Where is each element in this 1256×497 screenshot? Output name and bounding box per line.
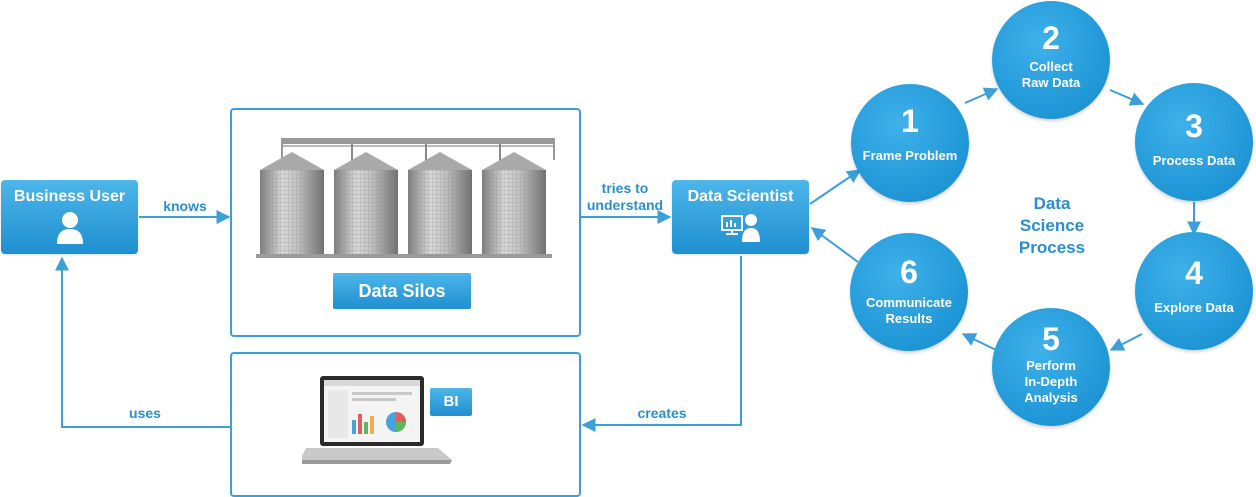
process-step-3: 3 Process Data — [1135, 83, 1253, 201]
step-caption: Collect Raw Data — [1021, 59, 1081, 90]
edge-label-tries-to-understand: tries to understand — [584, 180, 666, 214]
step-number: 5 — [1042, 321, 1060, 357]
business-user-label: Business User — [13, 188, 126, 205]
edge-creates — [581, 256, 742, 432]
silos-illustration — [256, 138, 555, 258]
scientist-at-computer-icon — [720, 214, 760, 242]
edge-label-uses: uses — [129, 405, 161, 421]
laptop-illustration — [302, 376, 452, 464]
step-number: 4 — [1185, 255, 1203, 291]
step-caption: Process Data — [1152, 153, 1236, 168]
step-number: 3 — [1185, 108, 1203, 144]
step-number: 2 — [1042, 20, 1060, 56]
edge-step6-to-scientist — [810, 227, 859, 263]
data-silos-panel: Data Silos — [230, 108, 581, 337]
process-step-2: 2 Collect Raw Data — [992, 1, 1110, 119]
data-scientist-label: Data Scientist — [687, 188, 794, 205]
silo-3 — [408, 152, 472, 256]
edge-step4-to-step5 — [1109, 333, 1143, 351]
silo-1 — [260, 152, 324, 256]
step-caption: Frame Problem — [862, 148, 958, 163]
data-scientist-node: Data Scientist — [672, 180, 809, 254]
edge-label-knows: knows — [163, 198, 207, 214]
step-caption: Communicate Results — [866, 295, 952, 326]
data-silos-label: Data Silos — [333, 273, 471, 309]
edge-step2-to-step3 — [1109, 89, 1145, 106]
bi-panel: BI — [230, 352, 581, 497]
edge-label-creates: creates — [637, 405, 687, 421]
process-step-4: 4 Explore Data — [1135, 232, 1253, 350]
edge-label-understand: understand — [586, 197, 664, 213]
edge-scientist-to-step1 — [809, 169, 862, 205]
edge-step5-to-step6 — [961, 333, 997, 351]
business-user-node: Business User — [1, 180, 138, 254]
process-step-6: 6 Communicate Results — [850, 233, 968, 351]
edge-uses — [55, 256, 230, 428]
silo-2 — [334, 152, 398, 256]
edge-step1-to-step2 — [964, 87, 999, 104]
step-number: 6 — [900, 254, 918, 290]
step-caption: Perform In-Depth Analysis — [1024, 358, 1078, 405]
process-title: Data Science Process — [1018, 194, 1086, 257]
process-step-1: 1 Frame Problem — [851, 84, 969, 202]
bi-label: BI — [430, 388, 472, 416]
step-number: 1 — [901, 103, 919, 139]
edge-label-tries-to: tries to — [601, 180, 649, 196]
process-step-5: 5 Perform In-Depth Analysis — [992, 308, 1110, 426]
user-icon — [56, 212, 83, 244]
silo-4 — [482, 152, 546, 256]
step-caption: Explore Data — [1154, 300, 1234, 315]
